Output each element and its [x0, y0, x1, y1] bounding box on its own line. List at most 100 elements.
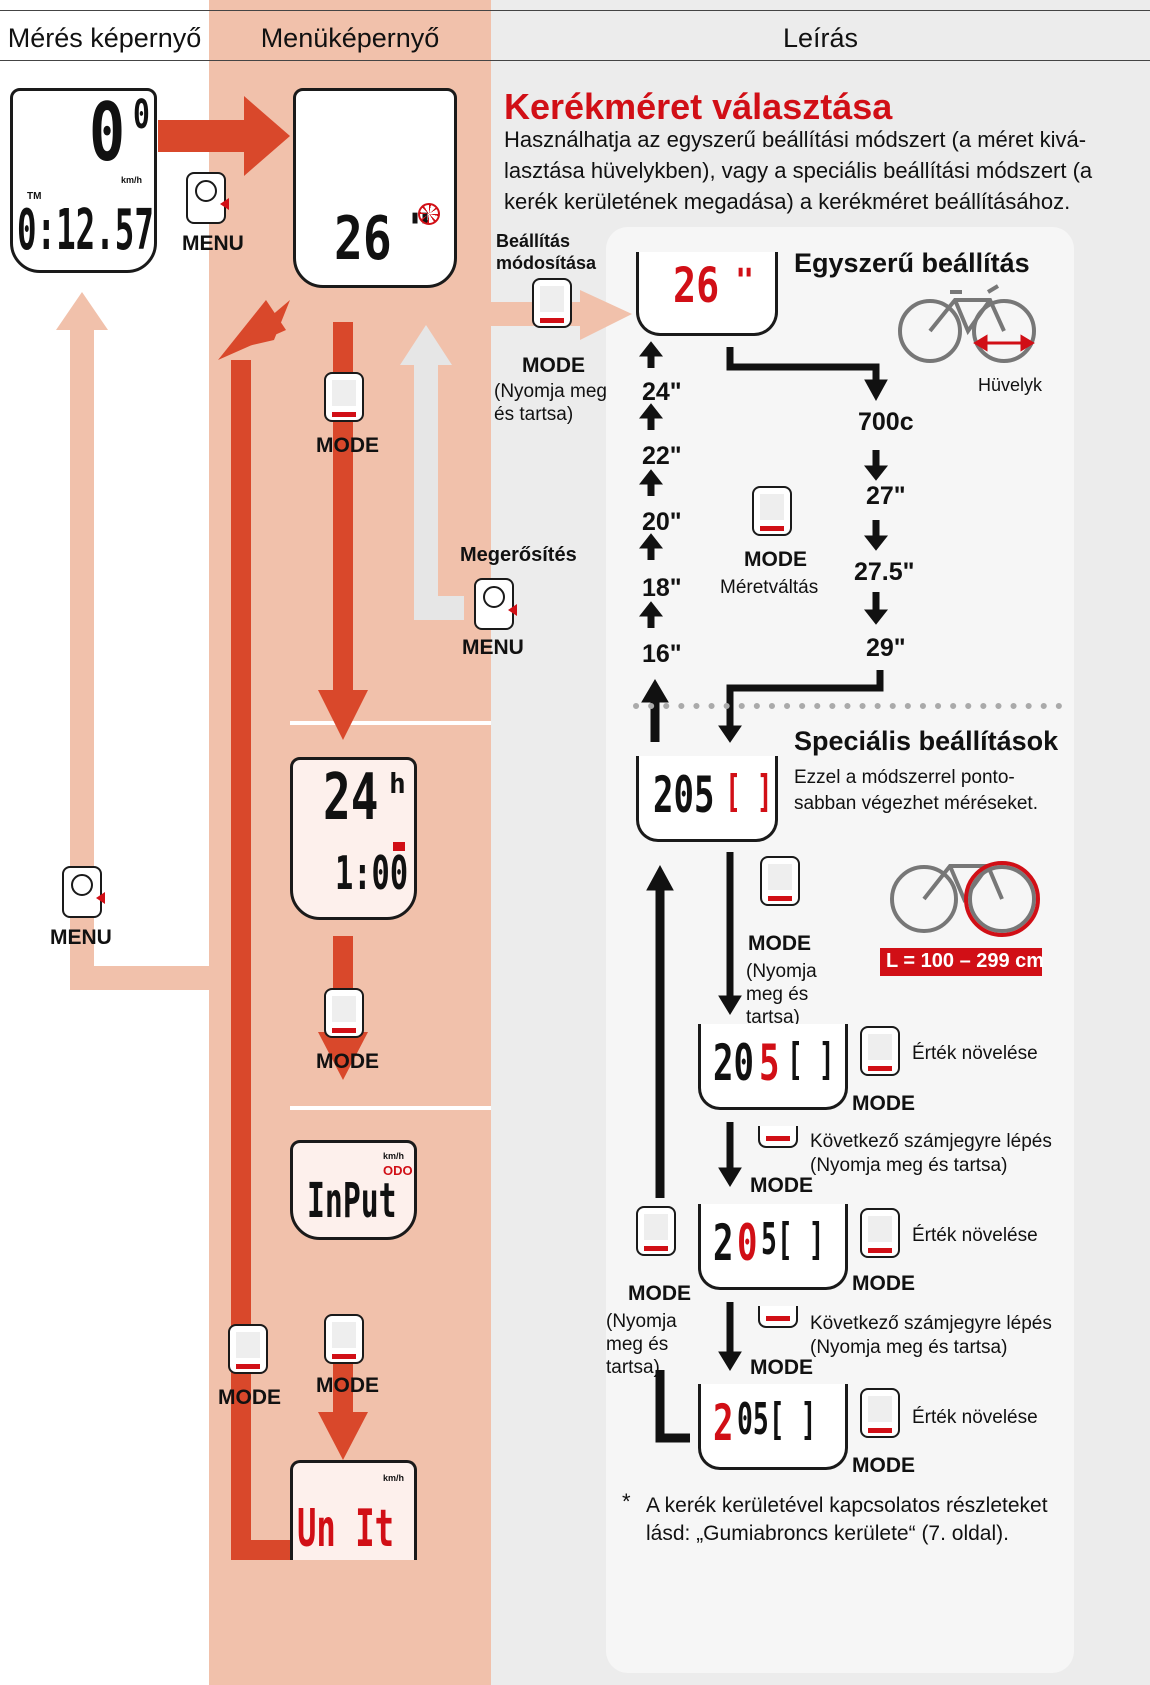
measure-tm: TM [27, 191, 42, 202]
mode-label-inc1: MODE [852, 1092, 915, 1115]
bike-simple [898, 284, 1036, 363]
step3-b: 05[ ] [737, 1394, 817, 1445]
red-arrows [158, 96, 368, 1560]
confirm-label: Megerősítés [460, 544, 577, 566]
measure-unit: km/h [121, 175, 143, 185]
step1-c: [ ] [787, 1034, 835, 1085]
next-digit-label-1: Következő számjegyre lépés [810, 1131, 1052, 1152]
size-up-4: 16" [642, 640, 682, 668]
circumference-ring [964, 861, 1040, 937]
footnote-line2: lásd: „Gumiabroncs kerülete“ (7. oldal). [646, 1522, 1009, 1545]
description-line3: kerék kerületének megadása) a kerékméret… [504, 189, 1071, 214]
menu-label-left: MENU [50, 926, 112, 949]
size-up-2: 20" [642, 508, 682, 536]
inch-label: Hüvelyk [978, 375, 1043, 395]
simple-wheel-screen: 26 " [636, 252, 778, 336]
menu-separator-1 [290, 721, 491, 725]
size-down-0: 700c [858, 408, 914, 436]
mode-label-size: MODE [744, 548, 807, 571]
mode-label-4: MODE [218, 1386, 281, 1409]
step2-c: 5[ ] [761, 1214, 825, 1265]
step2-a: 2 [713, 1214, 734, 1272]
mode-label-set: MODE [522, 354, 585, 377]
menu-input-text: InPut [307, 1173, 397, 1229]
menu-button-icon-confirm [474, 578, 517, 630]
press-hold-label-1: (Nyomja meg és tartsa) [494, 381, 607, 425]
menu-clock-screen: 24 h 1:00 [290, 757, 417, 920]
measure-speed: 0 [89, 86, 126, 179]
menu-unit-unit: km/h [383, 1473, 405, 1483]
mode-button-icon-1 [324, 372, 364, 422]
header-menu: Menüképernyő [260, 23, 440, 53]
mode-label-1: MODE [316, 434, 379, 457]
menu-separator-2 [290, 1106, 491, 1110]
description-title: Kerékméret választása [504, 86, 893, 127]
step1-a: 20 [713, 1034, 754, 1092]
special-main-value: 205 [653, 766, 715, 824]
special-title: Speciális beállítások [794, 726, 1059, 756]
wheel-red-icon [418, 203, 440, 225]
header-description: Leírás [782, 23, 859, 53]
menu-wheel-value: 26 [334, 204, 392, 274]
next-digit-label-2: Következő számjegyre lépés [810, 1313, 1052, 1334]
bike-inch-arrow [973, 334, 1035, 352]
mode-button-icon-3 [324, 1314, 364, 1364]
size-change-label: Méretváltás [720, 577, 819, 598]
menu-clock-value: 24 [323, 761, 379, 835]
mode-label-inc3: MODE [852, 1454, 915, 1477]
press-hold-label-3: (Nyomja meg és tartsa) [606, 1311, 677, 1378]
increase-label-3: Érték növelése [912, 1407, 1038, 1428]
increase-label-1: Érték növelése [912, 1043, 1038, 1064]
simple-title: Egyszerű beállítás [794, 248, 1030, 278]
next-digit-hold-2: (Nyomja meg és tartsa) [810, 1337, 1008, 1358]
simple-wheel-unit: " [735, 261, 755, 299]
header-measure: Mérés képernyő [7, 23, 202, 53]
menu-button-icon-left [62, 866, 105, 918]
mode-button-icon-inc1 [860, 1026, 900, 1076]
footnote-line1: A kerék kerületével kapcsolatos részlete… [646, 1494, 1048, 1517]
mode-label-3: MODE [316, 1374, 379, 1397]
special-main-screen: 205 [ ] [636, 756, 778, 842]
mode-label-next2: MODE [750, 1356, 813, 1379]
mail-icon [393, 842, 405, 851]
step2-b: 0 [737, 1214, 758, 1272]
size-down-1: 27" [866, 482, 906, 510]
step2-screen: 2 0 5[ ] [698, 1204, 848, 1290]
mode-button-icon-hold [760, 856, 800, 906]
size-down-3: 29" [866, 634, 906, 662]
mode-label-inc2: MODE [852, 1272, 915, 1295]
next-digit-hold-1: (Nyomja meg és tartsa) [810, 1155, 1008, 1176]
mode-button-icon-set [532, 278, 572, 328]
mode-button-icon-inc3 [860, 1388, 900, 1438]
step3-screen: 2 05[ ] [698, 1384, 848, 1470]
header-top-rule [0, 10, 1150, 11]
menu-unit-text: Un It [297, 1499, 395, 1559]
bike-special [890, 864, 1036, 933]
black-arrows [638, 341, 889, 1443]
description-line1: Használhatja az egyszerű beállítási móds… [504, 127, 1087, 152]
mode-button-icon-size [752, 486, 792, 536]
mode-button-icon-next2 [758, 1306, 798, 1328]
footnote-mark: * [622, 1489, 631, 1514]
simple-wheel-value: 26 [673, 258, 720, 314]
menu-button-icon [186, 172, 229, 224]
mode-button-icon-2 [324, 988, 364, 1038]
measure-time: 0:12.57 [17, 198, 154, 263]
confirm-arrow [400, 325, 464, 620]
size-up-0: 24" [642, 378, 682, 406]
menu-label-confirm: MENU [462, 636, 524, 659]
menu-label-top: MENU [182, 232, 244, 255]
set-change-label: Beállítás módosítása [496, 231, 597, 273]
description-line2: lasztása hüvelykben), vagy a speciális b… [504, 158, 1093, 183]
special-text1: Ezzel a módszerrel ponto- [794, 767, 1015, 788]
size-down-2: 27.5" [854, 558, 915, 586]
mode-button-icon-inc2 [860, 1208, 900, 1258]
menu-clock-time: 1:00 [335, 846, 409, 900]
mode-label-return: MODE [628, 1282, 691, 1305]
measure-screen: 0 0 km/h TM 0:12.57 [10, 88, 157, 273]
measure-speed-small: 0 [133, 92, 150, 138]
size-up-1: 22" [642, 442, 682, 470]
mode-label-2: MODE [316, 1050, 379, 1073]
